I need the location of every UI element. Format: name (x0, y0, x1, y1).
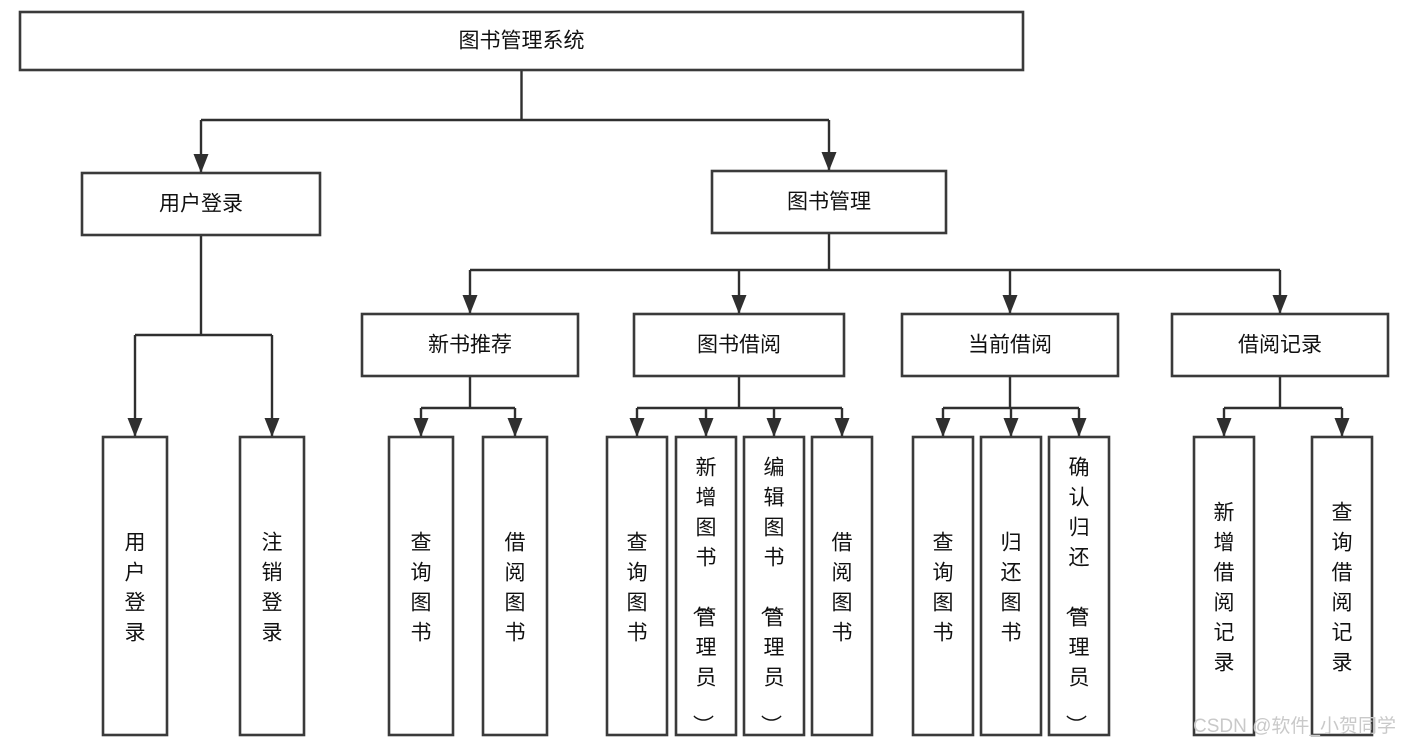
node-label-borrow_record: 借阅记录 (1238, 334, 1322, 357)
connector-group-book_manage (462, 233, 1288, 314)
node-box-leaf_borrow_book_1[interactable] (481, 435, 549, 737)
node-user_login[interactable]: 用户登录 (80, 171, 322, 237)
node-box-leaf_borrow_book_2[interactable] (810, 435, 874, 737)
node-label-leaf_query_book_2: 查询图书 (627, 531, 648, 644)
node-leaf_user_login[interactable]: 用户登录 (101, 435, 169, 737)
node-book_manage[interactable]: 图书管理 (710, 169, 948, 235)
node-label-leaf_query_record: 查询借阅记录 (1332, 501, 1353, 674)
node-box-user_login[interactable] (80, 171, 322, 237)
node-borrow_record[interactable]: 借阅记录 (1170, 312, 1390, 378)
node-leaf_confirm_return[interactable]: 确认归还（管理员） (1047, 435, 1111, 737)
node-leaf_edit_book[interactable]: 编辑图书（管理员） (742, 435, 806, 737)
node-label-new_book_rec: 新书推荐 (428, 334, 512, 357)
node-leaf_query_book_2[interactable]: 查询图书 (605, 435, 669, 737)
node-current_borrow[interactable]: 当前借阅 (900, 312, 1120, 378)
node-box-leaf_add_record[interactable] (1192, 435, 1256, 737)
node-leaf_add_book[interactable]: 新增图书（管理员） (674, 435, 738, 737)
node-layer: 图书管理系统用户登录图书管理新书推荐图书借阅当前借阅借阅记录用户登录注销登录查询… (18, 10, 1390, 737)
node-box-leaf_query_book_2[interactable] (605, 435, 669, 737)
csdn-watermark: CSDN @软件_小贺同学 (1193, 715, 1396, 737)
node-label-book_manage: 图书管理 (787, 191, 871, 214)
node-label-user_login: 用户登录 (159, 193, 243, 216)
node-box-book_borrow[interactable] (632, 312, 846, 378)
connector-group-root (193, 70, 837, 173)
node-box-borrow_record[interactable] (1170, 312, 1390, 378)
node-label-leaf_user_login: 用户登录 (125, 531, 146, 644)
node-box-leaf_add_book[interactable] (674, 435, 738, 737)
connector-group-current_borrow (935, 376, 1087, 437)
node-box-leaf_query_book_1[interactable] (387, 435, 455, 737)
node-leaf_return_book[interactable]: 归还图书 (979, 435, 1043, 737)
node-new_book_rec[interactable]: 新书推荐 (360, 312, 580, 378)
node-label-book_borrow: 图书借阅 (697, 334, 781, 357)
node-box-leaf_query_record[interactable] (1310, 435, 1374, 737)
node-leaf_borrow_book_2[interactable]: 借阅图书 (810, 435, 874, 737)
connector-group-new_book_rec (413, 376, 523, 437)
connector-layer (127, 70, 1350, 437)
node-leaf_query_book_1[interactable]: 查询图书 (387, 435, 455, 737)
node-label-current_borrow: 当前借阅 (968, 334, 1052, 357)
node-box-leaf_query_book_3[interactable] (911, 435, 975, 737)
connector-group-book_borrow (629, 376, 850, 437)
node-label-leaf_add_record: 新增借阅记录 (1214, 501, 1235, 674)
node-leaf_logout[interactable]: 注销登录 (238, 435, 306, 737)
node-box-leaf_confirm_return[interactable] (1047, 435, 1111, 737)
node-leaf_borrow_book_1[interactable]: 借阅图书 (481, 435, 549, 737)
node-box-leaf_return_book[interactable] (979, 435, 1043, 737)
node-label-leaf_return_book: 归还图书 (1001, 531, 1022, 644)
node-leaf_add_record[interactable]: 新增借阅记录 (1192, 435, 1256, 737)
connector-group-borrow_record (1216, 376, 1350, 437)
node-label-leaf_edit_book: 编辑图书（管理员） (759, 456, 785, 735)
node-box-leaf_edit_book[interactable] (742, 435, 806, 737)
node-book_borrow[interactable]: 图书借阅 (632, 312, 846, 378)
node-label-leaf_query_book_3: 查询图书 (933, 531, 954, 644)
node-label-leaf_borrow_book_1: 借阅图书 (505, 531, 526, 644)
node-root[interactable]: 图书管理系统 (18, 10, 1025, 72)
node-leaf_query_book_3[interactable]: 查询图书 (911, 435, 975, 737)
node-label-leaf_query_book_1: 查询图书 (411, 531, 432, 644)
node-leaf_query_record[interactable]: 查询借阅记录 (1310, 435, 1374, 737)
node-box-book_manage[interactable] (710, 169, 948, 235)
node-box-current_borrow[interactable] (900, 312, 1120, 378)
node-label-leaf_add_book: 新增图书（管理员） (691, 456, 717, 735)
node-box-root[interactable] (18, 10, 1025, 72)
node-box-new_book_rec[interactable] (360, 312, 580, 378)
node-box-leaf_logout[interactable] (238, 435, 306, 737)
node-label-root: 图书管理系统 (459, 30, 585, 53)
node-box-leaf_user_login[interactable] (101, 435, 169, 737)
connector-group-user_login (127, 235, 280, 437)
node-label-leaf_logout: 注销登录 (262, 531, 283, 644)
node-label-leaf_borrow_book_2: 借阅图书 (832, 531, 853, 644)
node-label-leaf_confirm_return: 确认归还（管理员） (1064, 456, 1090, 735)
